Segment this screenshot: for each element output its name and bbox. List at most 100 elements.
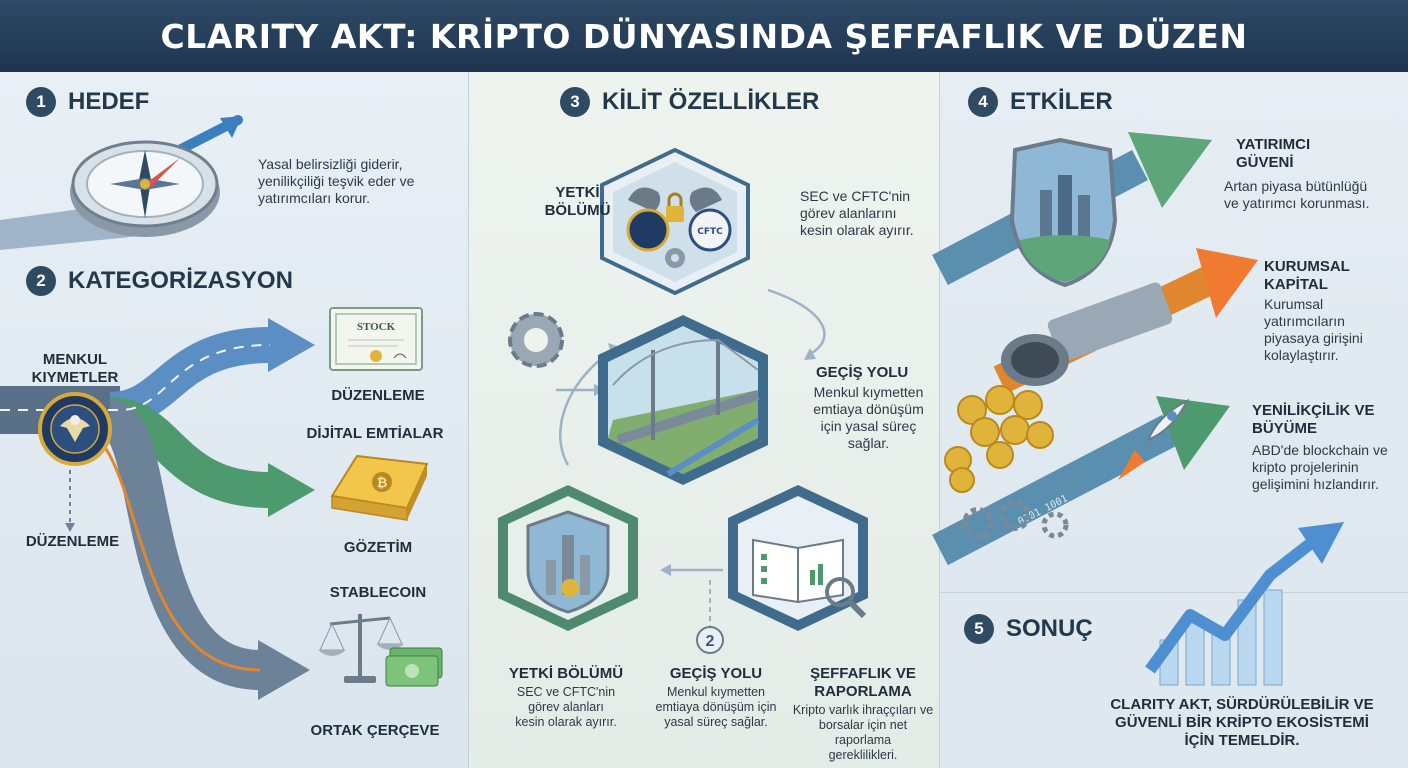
section-title: SONUÇ xyxy=(1006,615,1093,642)
gecis-yolu-title: GEÇİŞ YOLU xyxy=(816,364,909,381)
text-line: emtiaya dönüşüm için xyxy=(655,700,777,714)
text-line: Menkul kıymetten xyxy=(813,384,924,400)
text-line: görev alanları xyxy=(528,700,604,714)
balance-scale-icon xyxy=(318,614,443,687)
text-line: gereklilikleri. xyxy=(828,748,898,762)
kategorizasyon-header: 2 KATEGORİZASYON xyxy=(26,266,293,296)
label-line: YETKİ xyxy=(555,184,600,201)
item1-bottom-label: DÜZENLEME xyxy=(331,387,425,404)
gold-bar-bitcoin-icon: ₿ xyxy=(330,454,429,521)
gecis-yolu-text: Menkul kıymetten emtiaya dönüşüm için ya… xyxy=(806,384,931,452)
page-header: CLARITY AKT: KRİPTO DÜNYASINDA ŞEFFAFLIK… xyxy=(0,0,1408,72)
cftc-seal-text: CFTC xyxy=(697,227,723,237)
hedef-line: yenilikçiliği teşvik eder ve xyxy=(258,173,415,189)
text-line: Menkul kıymetten xyxy=(667,685,765,699)
yetki-text: SEC ve CFTC'nin görev alanlarını kesin o… xyxy=(800,188,930,239)
section-number-badge: 4 xyxy=(968,87,998,117)
title-line: RAPORLAMA xyxy=(814,683,912,700)
svg-text:₿: ₿ xyxy=(377,476,388,491)
text-line: Kripto varlık ihraççıları ve xyxy=(792,703,934,717)
menkul-kiymetler-label: MENKUL KIYMETLER xyxy=(20,351,130,387)
text-line: için yasal süreç xyxy=(820,418,917,434)
hedef-line: Yasal belirsizliği giderir, xyxy=(258,156,403,172)
hedef-line: yatırımcıları korur. xyxy=(258,190,371,206)
caption-title: ŞEFFAFLIK VE RAPORLAMA xyxy=(792,665,934,701)
diagram-badge-number: 2 xyxy=(706,633,715,650)
text-line: kripto projelerinin xyxy=(1252,459,1359,475)
title-line: GÜVENİ xyxy=(1236,154,1294,171)
text-line: yatırımcıların xyxy=(1264,313,1345,329)
section-title: KİLİT ÖZELLİKLER xyxy=(602,88,820,115)
etki-item-2: KURUMSAL KAPİTAL Kurumsal yatırımcıların… xyxy=(1264,258,1404,364)
title-line: KAPİTAL xyxy=(1264,276,1328,293)
title-line: ŞEFFAFLIK VE xyxy=(810,665,916,682)
stock-certificate-icon: STOCK xyxy=(329,307,423,371)
page-title: CLARITY AKT: KRİPTO DÜNYASINDA ŞEFFAFLIK… xyxy=(160,16,1248,56)
etki-item-3: YENİLİKÇİLİK VE BÜYÜME ABD'de blockchain… xyxy=(1252,402,1404,493)
item3-top-label: STABLECOIN xyxy=(329,584,427,601)
text-line: İÇİN TEMELDİR. xyxy=(1184,732,1300,749)
title-line: KURUMSAL xyxy=(1264,258,1350,275)
section-title: ETKİLER xyxy=(1010,88,1113,115)
text-line: emtiaya dönüşüm xyxy=(813,401,924,417)
text-line: borsalar için net raporlama xyxy=(818,718,908,747)
etkiler-header: 4 ETKİLER xyxy=(968,87,1113,117)
compass-icon xyxy=(0,115,243,250)
section-number-badge: 1 xyxy=(26,87,56,117)
hedef-text: Yasal belirsizliği giderir, yenilikçiliğ… xyxy=(258,156,458,207)
label-line: MENKUL xyxy=(42,351,108,368)
text-line: görev alanlarını xyxy=(800,205,897,221)
item2-bottom-label: GÖZETİM xyxy=(343,539,413,556)
text-line: kolaylaştırır. xyxy=(1264,347,1339,363)
text-line: GÜVENLİ BİR KRİPTO EKOSİSTEMİ xyxy=(1115,714,1369,731)
caption-text: SEC ve CFTC'nin görev alanları kesin ola… xyxy=(496,685,636,730)
text-line: kesin olarak ayırır. xyxy=(800,222,914,238)
section-number-badge: 3 xyxy=(560,87,590,117)
caption-text: Menkul kıymetten emtiaya dönüşüm için ya… xyxy=(646,685,786,730)
text-line: yasal süreç sağlar. xyxy=(664,715,768,729)
text-line: piyasaya girişini xyxy=(1264,330,1363,346)
section-title: HEDEF xyxy=(68,88,150,115)
text-line: ve yatırımcı korunması. xyxy=(1224,195,1370,211)
text-line: Kurumsal xyxy=(1264,296,1324,312)
label-line: KIYMETLER xyxy=(31,369,119,386)
yetki-label: YETKİ BÖLÜMÜ xyxy=(535,184,620,220)
caption-title: YETKİ BÖLÜMÜ xyxy=(508,665,624,682)
etki-title: YENİLİKÇİLİK VE BÜYÜME xyxy=(1252,402,1404,438)
section-number-badge: 5 xyxy=(964,614,994,644)
text-line: ABD'de blockchain ve xyxy=(1252,442,1388,458)
etki-title: YATIRIMCI GÜVENİ xyxy=(1236,136,1396,172)
text-line: CLARITY AKT, SÜRDÜRÜLEBİLİR VE xyxy=(1110,696,1374,713)
etki-text: ABD'de blockchain ve kripto projelerinin… xyxy=(1252,442,1404,493)
sec-seal-icon xyxy=(38,392,112,466)
title-line: BÜYÜME xyxy=(1252,420,1318,437)
item2-top-label: DİJİTAL EMTİALAR xyxy=(306,425,444,442)
section-title: KATEGORİZASYON xyxy=(68,267,293,294)
text-line: Artan piyasa bütünlüğü xyxy=(1224,178,1368,194)
key-features-diagram: CFTC 2 xyxy=(498,147,868,654)
caption-yetki: YETKİ BÖLÜMÜ SEC ve CFTC'nin görev alanl… xyxy=(496,665,636,730)
text-line: sağlar. xyxy=(847,435,890,451)
caption-text: Kripto varlık ihraççıları ve borsalar iç… xyxy=(792,703,934,763)
caption-seffaflik: ŞEFFAFLIK VE RAPORLAMA Kripto varlık ihr… xyxy=(792,665,934,763)
hedef-header: 1 HEDEF xyxy=(26,87,149,117)
title-line: YENİLİKÇİLİK VE xyxy=(1252,402,1375,419)
duzenleme-branch-label: DÜZENLEME xyxy=(25,533,120,550)
impacts-graphic: 0101 1001 xyxy=(932,132,1258,566)
section-number-badge: 2 xyxy=(26,266,56,296)
text-line: SEC ve CFTC'nin xyxy=(800,188,911,204)
growth-chart-icon xyxy=(1145,522,1344,686)
text-line: SEC ve CFTC'nin xyxy=(516,685,616,699)
kilit-header: 3 KİLİT ÖZELLİKLER xyxy=(560,87,819,117)
item3-bottom-label: ORTAK ÇERÇEVE xyxy=(310,722,440,739)
sonuc-text: CLARITY AKT, SÜRDÜRÜLEBİLİR VE GÜVENLİ B… xyxy=(1092,696,1392,750)
caption-gecis: GEÇİŞ YOLU Menkul kıymetten emtiaya dönü… xyxy=(646,665,786,730)
title-line: YATIRIMCI xyxy=(1236,136,1311,153)
caption-title: GEÇİŞ YOLU xyxy=(669,665,763,682)
etki-text: Artan piyasa bütünlüğü ve yatırımcı koru… xyxy=(1224,178,1384,212)
certificate-text: STOCK xyxy=(357,321,396,333)
sonuc-header: 5 SONUÇ xyxy=(964,614,1093,644)
etki-title: KURUMSAL KAPİTAL xyxy=(1264,258,1404,294)
etki-item-1: YATIRIMCI GÜVENİ Artan piyasa bütünlüğü … xyxy=(1224,136,1396,212)
label-line: BÖLÜMÜ xyxy=(544,202,611,219)
